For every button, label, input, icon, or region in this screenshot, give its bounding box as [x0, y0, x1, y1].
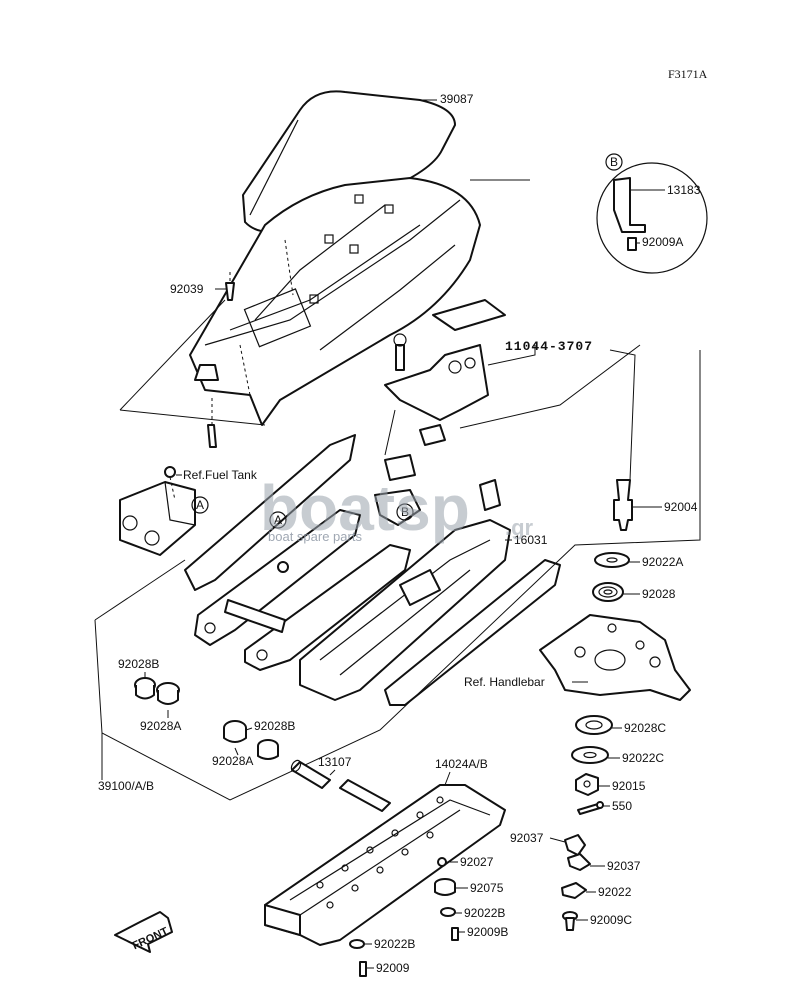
pad-right	[384, 559, 561, 706]
label-92028b-mid: 92028B	[254, 719, 295, 733]
label-16031: 16031	[514, 533, 548, 547]
label-92022b-right: 92022B	[464, 906, 505, 920]
label-92022c: 92022C	[622, 751, 664, 765]
circle-b-label: B	[401, 505, 409, 519]
label-92037-lower: 92037	[607, 859, 641, 873]
watermark-brand: boatsp	[260, 472, 470, 544]
bolt-92009	[359, 961, 367, 977]
bushings-left-lower	[223, 720, 279, 760]
label-550: 550	[612, 799, 632, 813]
label-13183: 13183	[667, 183, 701, 197]
label-92037-upper: 92037	[510, 831, 544, 845]
label-92015: 92015	[612, 779, 646, 793]
front-arrow: FRONT	[114, 911, 173, 953]
label-92039: 92039	[170, 282, 204, 296]
nut-92022b-right	[440, 907, 456, 917]
bushing-92028c	[575, 715, 613, 735]
bolt-92009b	[451, 927, 459, 941]
label-13107: 13107	[318, 755, 352, 769]
figure-code: F3171A	[668, 67, 708, 81]
screw-92027	[437, 857, 447, 867]
label-92009a: 92009A	[642, 235, 683, 249]
label-ref-handlebar: Ref. Handlebar	[464, 675, 545, 689]
nut-92015	[575, 773, 599, 796]
label-92028c: 92028C	[624, 721, 666, 735]
nut-92022b-left	[349, 939, 365, 949]
label-92009b: 92009B	[467, 925, 508, 939]
circle-b-label: B	[610, 155, 618, 169]
bushings-left-upper	[134, 677, 180, 705]
mount-92075	[434, 878, 456, 896]
label-92022b-left: 92022B	[374, 937, 415, 951]
stud-92039	[225, 272, 235, 301]
watermark-tld: .gr	[505, 515, 534, 540]
label-92022a: 92022A	[642, 555, 683, 569]
callout-code: 11044-3707	[505, 339, 593, 354]
channel-14024	[264, 784, 506, 946]
clamp-92037-lower	[567, 853, 591, 871]
handlebar-plate	[539, 614, 691, 701]
label-92009c: 92009C	[590, 913, 632, 927]
frame-rails	[184, 409, 446, 671]
clamp-92037-upper	[564, 834, 586, 856]
bushing-92028	[592, 582, 624, 602]
bracket-11044-3707	[384, 299, 506, 421]
washer-92022c	[571, 746, 609, 764]
circle-a-label: A	[196, 498, 204, 512]
clamp-92022	[561, 882, 587, 899]
label-92028a-left: 92028A	[140, 719, 181, 733]
shaft-13107	[290, 759, 391, 812]
label-92004: 92004	[664, 500, 698, 514]
pin-550	[577, 801, 604, 815]
label-92028a-mid: 92028A	[212, 754, 253, 768]
label-92028: 92028	[642, 587, 676, 601]
label-92028b-left: 92028B	[118, 657, 159, 671]
label-92022: 92022	[598, 885, 632, 899]
washer-92022a	[594, 552, 630, 568]
label-14024: 14024A/B	[435, 757, 488, 771]
circle-a-label: A	[274, 513, 282, 527]
label-92009: 92009	[376, 961, 410, 975]
label-ref-fuel-tank: Ref.Fuel Tank	[183, 468, 258, 482]
fuel-tank-mount	[119, 466, 196, 556]
watermark-tagline: boat spare parts	[268, 529, 362, 544]
label-39100: 39100/A/B	[98, 779, 154, 793]
bolt-92009c	[562, 911, 578, 931]
stud-92004	[613, 479, 633, 531]
trough-16031	[299, 479, 511, 701]
label-39087: 39087	[440, 92, 474, 106]
label-92075: 92075	[470, 881, 504, 895]
watermark: boatsp .gr boat spare parts	[260, 472, 534, 544]
seat-pan	[189, 177, 481, 426]
detail-b-circle: B 13183 92009A	[596, 153, 708, 274]
label-92027: 92027	[460, 855, 494, 869]
